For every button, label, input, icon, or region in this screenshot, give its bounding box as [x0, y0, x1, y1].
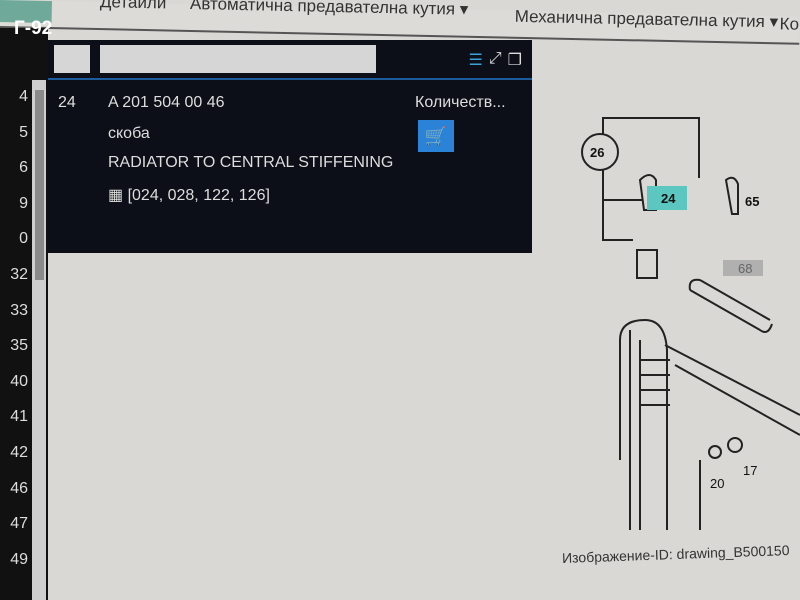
callout-68[interactable]: 68: [738, 261, 752, 276]
copy-icon[interactable]: ❐: [507, 52, 522, 69]
list-item[interactable]: 33: [10, 301, 28, 319]
list-item[interactable]: 41: [10, 408, 28, 426]
item-position: 24: [58, 94, 76, 111]
add-to-cart-button[interactable]: 🛒: [418, 120, 454, 152]
callout-highlight: [723, 260, 763, 276]
position-list: 4 5 6 9 0 32 33 35 40 41 42 46 47 49: [0, 88, 30, 586]
list-item[interactable]: 49: [10, 550, 28, 568]
top-nav: Детайли Автоматична предавателна кутия ▾…: [0, 0, 800, 45]
quantity-input[interactable]: [54, 45, 90, 73]
scrollbar[interactable]: [32, 80, 46, 600]
callout-20[interactable]: 20: [710, 476, 724, 491]
expand-icon[interactable]: ⤢: [488, 50, 502, 67]
list-item[interactable]: 46: [10, 479, 28, 497]
list-item[interactable]: 5: [19, 123, 28, 141]
tab-automatic-transmission[interactable]: Автоматична предавателна кутия ▾: [189, 0, 469, 19]
callout-65[interactable]: 65: [745, 194, 759, 209]
callout-17[interactable]: 17: [743, 463, 757, 478]
search-input[interactable]: [100, 45, 376, 73]
list-item[interactable]: 0: [19, 230, 28, 248]
callout-highlight: [647, 186, 687, 210]
calendar-icon: ▦: [108, 187, 124, 204]
parts-drawing: 26 24 65 68 20 17: [581, 117, 800, 530]
quantity-label: Количеств...: [415, 94, 506, 111]
list-icon[interactable]: ☰: [468, 52, 483, 69]
part-detail-panel: ☰ ⤢ ❐ 24 A 201 504 00 46 скоба RADIATOR …: [48, 40, 532, 253]
tab-manual-transmission[interactable]: Механична предавателна кутия ▾: [514, 6, 779, 32]
part-name: скоба: [108, 125, 150, 142]
callout-24[interactable]: 24: [661, 191, 676, 206]
part-number[interactable]: A 201 504 00 46: [108, 94, 225, 111]
list-item[interactable]: 4: [19, 88, 28, 105]
model-list: [024, 028, 122, 126]: [127, 187, 270, 204]
list-item[interactable]: 9: [19, 194, 28, 212]
list-item[interactable]: 42: [10, 443, 28, 461]
list-item[interactable]: 35: [10, 337, 28, 355]
cart-icon: 🛒: [424, 126, 448, 146]
tab-details[interactable]: Детайли: [99, 0, 167, 13]
list-item[interactable]: 40: [10, 372, 28, 390]
scrollbar-thumb[interactable]: [35, 90, 44, 280]
watermark: Г-92: [14, 18, 53, 39]
list-item[interactable]: 32: [10, 265, 28, 283]
part-description: RADIATOR TO CENTRAL STIFFENING: [108, 154, 394, 171]
callout-26[interactable]: 26: [590, 145, 604, 160]
tab-more[interactable]: Ко: [779, 14, 800, 34]
list-item[interactable]: 6: [19, 159, 28, 177]
list-item[interactable]: 47: [10, 515, 28, 533]
